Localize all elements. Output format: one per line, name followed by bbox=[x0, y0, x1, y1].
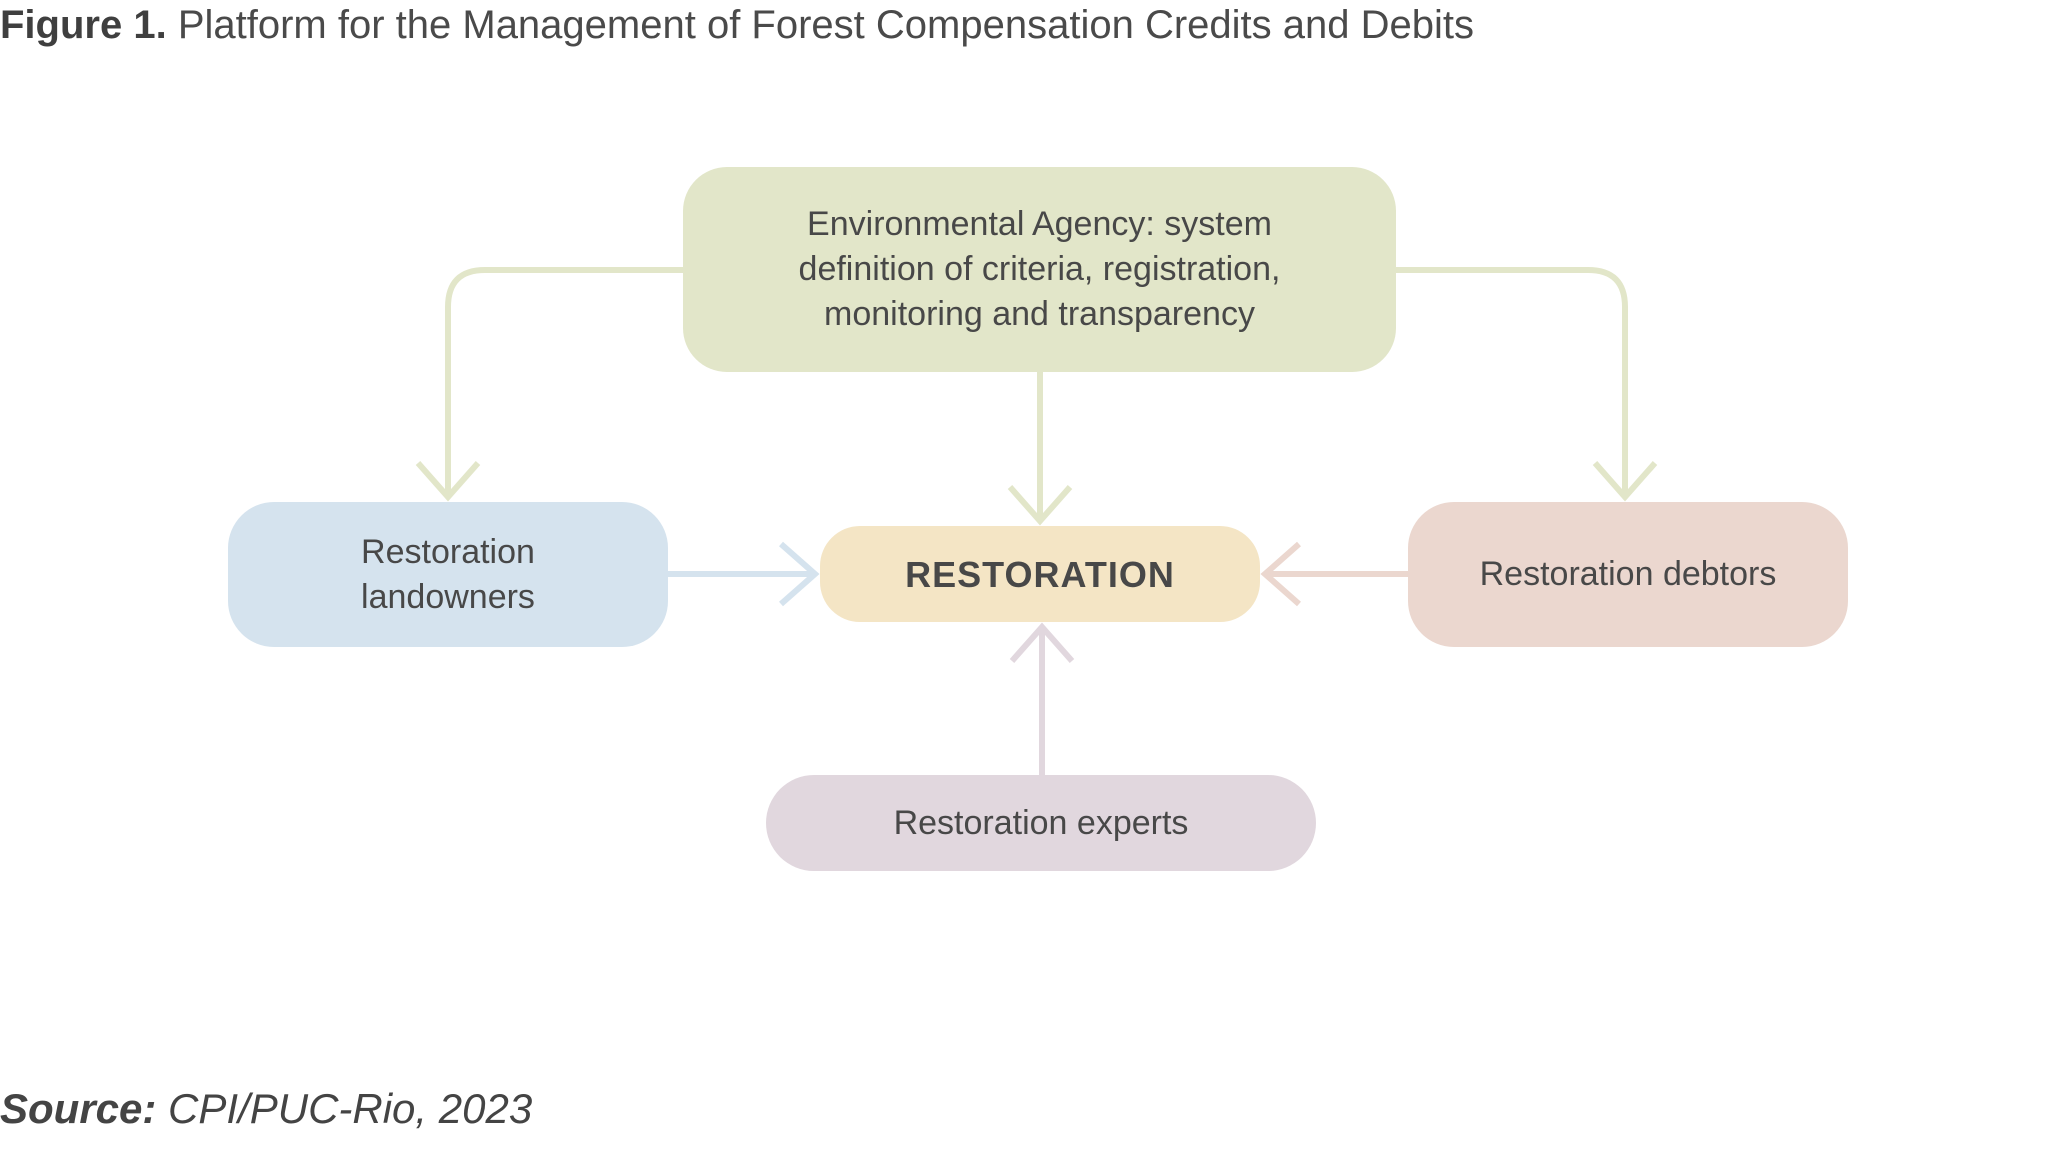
figure-title: Figure 1. Platform for the Management of… bbox=[0, 0, 1474, 50]
node-environmental-agency: Environmental Agency: system definition … bbox=[683, 167, 1396, 372]
arrowhead-experts-to-restoration bbox=[1009, 622, 1075, 663]
node-restoration-debtors: Restoration debtors bbox=[1408, 502, 1848, 647]
arrowhead-agency-to-debtors bbox=[1592, 461, 1658, 502]
source-label: Source: bbox=[0, 1085, 157, 1132]
arrowhead-agency-to-restoration bbox=[1007, 485, 1073, 526]
node-restoration-debtors-label: Restoration debtors bbox=[1479, 555, 1777, 593]
source-note: Source: CPI/PUC-Rio, 2023 bbox=[0, 1085, 532, 1133]
node-restoration-label: RESTORATION bbox=[905, 553, 1175, 595]
arrowhead-debtors-to-restoration bbox=[1260, 541, 1301, 607]
node-restoration-experts-label: Restoration experts bbox=[893, 803, 1189, 842]
node-environmental-agency-label: Environmental Agency: system definition … bbox=[798, 205, 1281, 333]
node-restoration-landowners-label: Restoration landowners bbox=[361, 532, 535, 616]
arrow-agency-to-landowners bbox=[445, 267, 683, 497]
node-restoration: RESTORATION bbox=[820, 526, 1260, 622]
figure-title-text: Platform for the Management of Forest Co… bbox=[166, 3, 1474, 47]
arrow-agency-to-debtors bbox=[1396, 267, 1628, 497]
source-text: CPI/PUC-Rio, 2023 bbox=[156, 1085, 533, 1132]
arrowhead-landowners-to-restoration bbox=[779, 541, 820, 607]
node-restoration-landowners: Restoration landowners bbox=[228, 502, 668, 647]
node-restoration-experts: Restoration experts bbox=[766, 775, 1316, 871]
figure-label: Figure 1. bbox=[0, 3, 167, 47]
arrowhead-agency-to-landowners bbox=[415, 461, 481, 502]
